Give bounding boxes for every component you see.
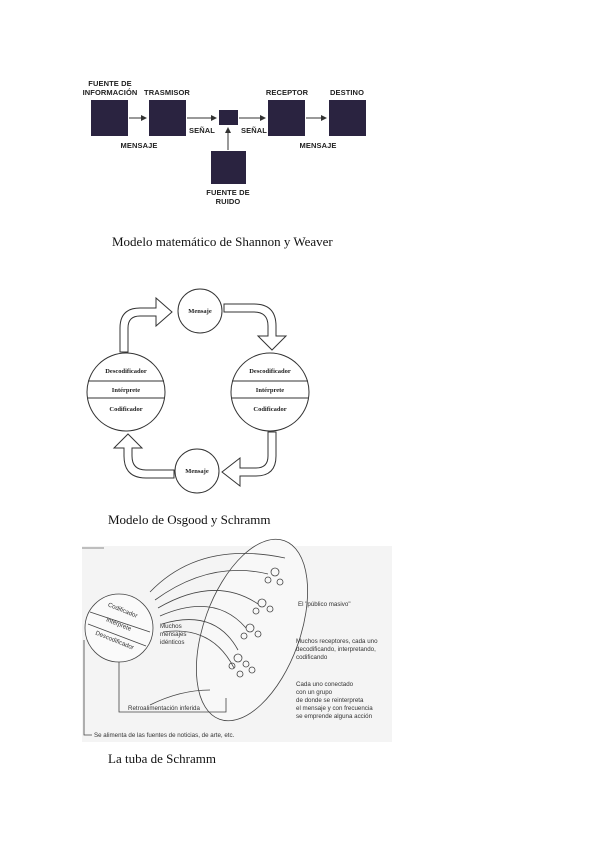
senal-left-label: SEÑAL: [189, 126, 215, 135]
receiver-node: [228, 662, 236, 670]
muchos-mensajes-3: idénticos: [160, 639, 184, 646]
right-participant-circle: [230, 352, 310, 432]
receptores-3: codificando: [296, 654, 328, 661]
retro-label: Retroalimentación inferida: [128, 705, 200, 712]
ruido-box: [211, 151, 246, 184]
receiver-node: [236, 670, 244, 678]
publico-masivo-label: El "público masivo": [298, 601, 351, 608]
receiver-node: [254, 630, 262, 638]
shannon-caption: Modelo matemático de Shannon y Weaver: [112, 234, 333, 249]
right-codificador: Codificador: [253, 406, 286, 413]
left-descodificador: Descodificador: [105, 368, 147, 375]
receiver-node: [264, 576, 272, 584]
ruido-label-2: RUIDO: [216, 197, 241, 206]
receiver-node: [233, 653, 243, 663]
right-interprete: Intérprete: [256, 387, 285, 394]
fuentes-label: Se alimenta de las fuentes de noticias, …: [94, 732, 235, 739]
conectado-1: Cada uno conectado: [296, 681, 354, 688]
osgood-schramm-diagram: [86, 288, 310, 494]
arrow-left-to-top: [119, 296, 173, 353]
arrow-bottom-to-left: [112, 433, 175, 479]
receiver-node: [266, 605, 274, 613]
right-descodificador: Descodificador: [249, 368, 291, 375]
receiver-node: [257, 598, 267, 608]
retro-line: [118, 662, 227, 713]
muchos-mensajes-2: mensajes: [160, 631, 186, 638]
senal-right-label: SEÑAL: [241, 126, 267, 135]
mensaje-left-label: MENSAJE: [121, 141, 158, 150]
left-interprete: Intérprete: [112, 387, 141, 394]
receiver-node: [270, 567, 280, 577]
arrow-top-to-right: [223, 303, 288, 351]
osgood-caption: Modelo de Osgood y Schramm: [108, 512, 271, 527]
ruido-label-1: FUENTE DE: [206, 188, 249, 197]
fan-line: [154, 569, 269, 601]
fan-line: [161, 619, 239, 651]
conectado-5: se emprende alguna acción: [296, 713, 373, 720]
fuente-info-label-1: FUENTE DE: [88, 79, 131, 88]
destino-box: [329, 100, 366, 136]
fan-line: [157, 590, 259, 609]
encoder-divider-1: [89, 611, 151, 633]
mensaje-right-label: MENSAJE: [300, 141, 337, 150]
fuentes-line: [83, 640, 92, 736]
mensaje-bottom-label: Mensaje: [185, 468, 209, 475]
canal-box: [219, 110, 238, 125]
conectado-3: de donde se reinterpreta: [296, 697, 364, 704]
trasmisor-box: [149, 100, 186, 136]
osgood-labels: Mensaje Mensaje Descodificador Intérpret…: [105, 308, 291, 475]
receiver-node: [240, 632, 248, 640]
fan-line: [162, 630, 235, 669]
receiver-node: [276, 578, 284, 586]
trasmisor-label: TRASMISOR: [144, 88, 190, 97]
horn-bottom: [149, 689, 211, 706]
conectado-2: con un grupo: [296, 689, 333, 696]
fuente-info-box: [91, 100, 128, 136]
fuente-info-label-2: INFORMACIÓN: [83, 88, 138, 97]
encoder-divider-2: [87, 623, 147, 647]
destino-label: DESTINO: [330, 88, 364, 97]
mensaje-top-circle: [177, 288, 223, 334]
tuba-schramm-diagram: [82, 538, 392, 742]
shannon-weaver-diagram: FUENTE DE INFORMACIÓN TRASMISOR RECEPTOR…: [83, 79, 366, 206]
receptores-2: decodificando, interpretando,: [296, 646, 376, 653]
receiver-node: [252, 607, 260, 615]
left-codificador: Codificador: [109, 406, 142, 413]
horn-top: [149, 553, 286, 593]
receiver-node: [245, 623, 255, 633]
mensaje-top-label: Mensaje: [188, 308, 212, 315]
receiver-node: [242, 660, 250, 668]
arrow-right-to-bottom: [221, 431, 277, 488]
muchos-mensajes-1: Muchos: [160, 623, 182, 630]
mensaje-bottom-circle: [174, 448, 220, 494]
left-participant-circle: [86, 352, 166, 432]
tuba-caption: La tuba de Schramm: [108, 751, 216, 766]
conectado-4: el mensaje y con frecuencia: [296, 705, 373, 712]
receptores-1: Muchos receptores, cada uno: [296, 638, 378, 645]
receptor-label: RECEPTOR: [266, 88, 309, 97]
receiver-node: [248, 666, 256, 674]
fan-line: [159, 606, 247, 629]
receptor-box: [268, 100, 305, 136]
